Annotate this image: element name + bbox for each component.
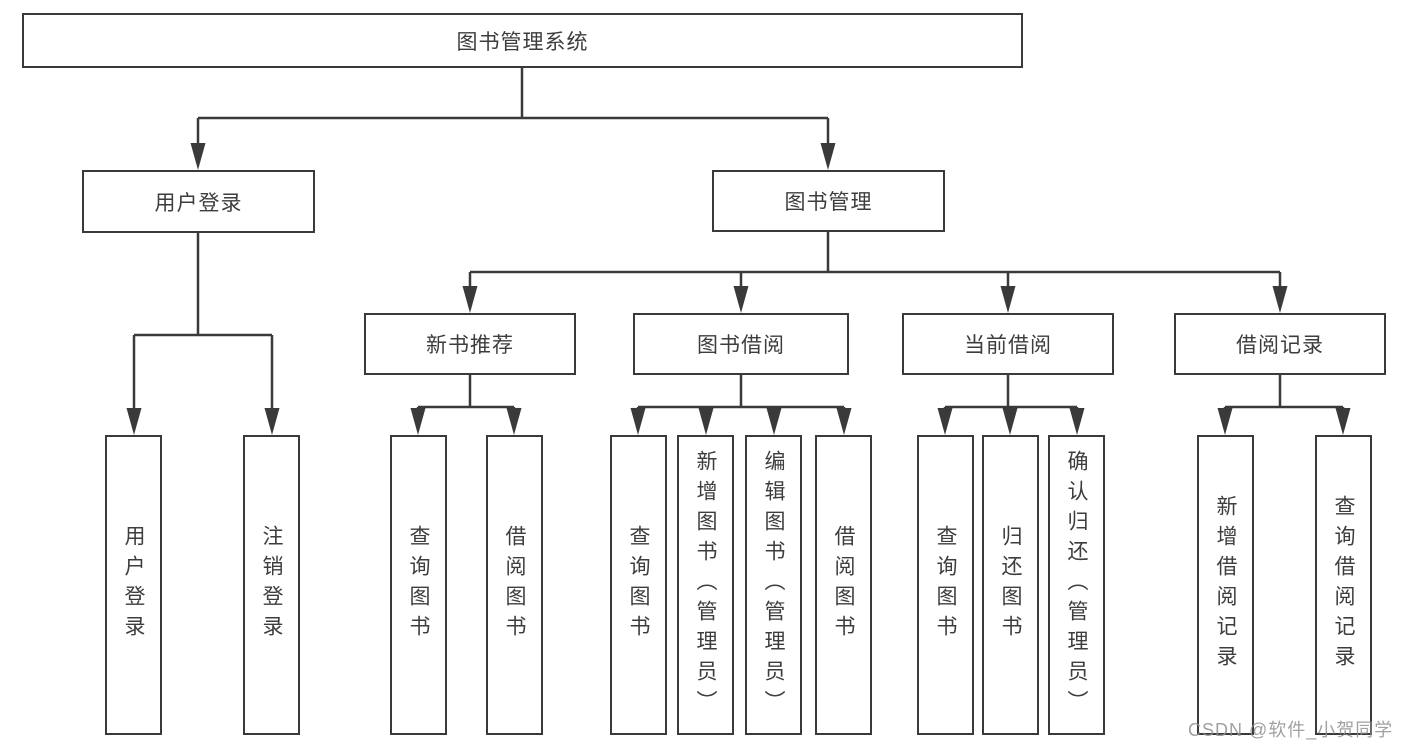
node-borrow-records: 借阅记录 xyxy=(1174,313,1386,375)
node-new-book-recommend: 新书推荐 xyxy=(364,313,576,375)
leaf-confirm-return-admin: 确认归还（管理员） xyxy=(1048,435,1105,735)
connector-user-login-to-leaves xyxy=(126,233,280,435)
node-book-management: 图书管理 xyxy=(712,170,945,232)
leaf-add-borrow-record: 新增借阅记录 xyxy=(1197,435,1254,735)
node-label: 编辑图书（管理员） xyxy=(762,450,785,720)
connector-book-borrow-to-leaves xyxy=(630,375,852,435)
leaf-add-books-admin: 新增图书（管理员） xyxy=(677,435,734,735)
leaf-borrow-books-2: 借阅图书 xyxy=(815,435,872,735)
node-label: 查询图书 xyxy=(407,525,430,645)
leaf-query-books-3: 查询图书 xyxy=(917,435,974,735)
node-label: 查询借阅记录 xyxy=(1332,495,1355,675)
connector-new-books-to-leaves xyxy=(410,375,522,435)
node-label: 图书管理 xyxy=(784,191,873,214)
node-label: 当前借阅 xyxy=(964,334,1052,357)
node-label: 借阅图书 xyxy=(832,525,855,645)
leaf-return-books: 归还图书 xyxy=(982,435,1039,735)
leaf-edit-books-admin: 编辑图书（管理员） xyxy=(745,435,802,735)
node-label: 新增借阅记录 xyxy=(1214,495,1237,675)
connector-current-borrow-to-leaves xyxy=(937,375,1085,435)
node-root-system: 图书管理系统 xyxy=(22,13,1023,68)
node-label: 用户登录 xyxy=(154,191,243,215)
csdn-watermark: CSDN @软件_小贺同学 xyxy=(1188,720,1394,740)
node-user-login: 用户登录 xyxy=(82,170,315,233)
leaf-query-borrow-record: 查询借阅记录 xyxy=(1315,435,1372,735)
node-label: 新增图书（管理员） xyxy=(694,450,717,720)
leaf-borrow-books-1: 借阅图书 xyxy=(486,435,543,735)
node-book-borrowing: 图书借阅 xyxy=(633,313,849,375)
node-label: 查询图书 xyxy=(934,525,957,645)
connector-root-to-level2 xyxy=(190,68,836,170)
leaf-logout: 注销登录 xyxy=(243,435,300,735)
leaf-query-books-2: 查询图书 xyxy=(610,435,667,735)
connector-borrow-records-to-leaves xyxy=(1217,375,1351,435)
node-label: 借阅图书 xyxy=(503,525,526,645)
leaf-user-login: 用户登录 xyxy=(105,435,162,735)
node-label: 图书借阅 xyxy=(697,334,785,357)
node-label: 确认归还（管理员） xyxy=(1065,450,1088,720)
node-label: 注销登录 xyxy=(260,525,283,645)
node-label: 查询图书 xyxy=(627,525,650,645)
node-label: 用户登录 xyxy=(122,525,145,645)
connector-book-mgmt-to-level3 xyxy=(462,232,1288,313)
node-current-borrowing: 当前借阅 xyxy=(902,313,1114,375)
node-label: 图书管理系统 xyxy=(456,30,589,54)
node-label: 归还图书 xyxy=(999,525,1022,645)
node-label: 借阅记录 xyxy=(1236,334,1324,357)
node-label: 新书推荐 xyxy=(426,334,514,357)
leaf-query-books-1: 查询图书 xyxy=(390,435,447,735)
